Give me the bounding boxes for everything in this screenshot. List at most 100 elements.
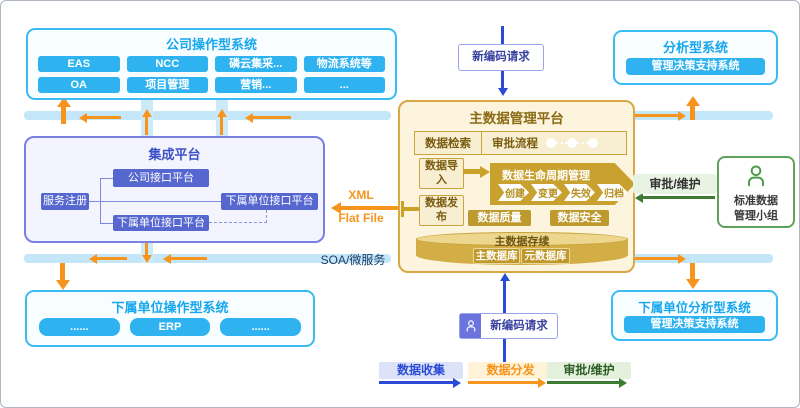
arrow-xml-flatfile	[341, 206, 398, 210]
arrow-distribute-left-1	[87, 116, 121, 119]
flat-file-label: Flat File	[338, 211, 384, 225]
integration-platform-title: 集成平台	[148, 147, 201, 162]
system-item-logistics: 物流系统等	[303, 56, 385, 72]
subsidiary-operational-title: 下属单位操作型系统	[111, 300, 229, 315]
flow-step-line-2	[577, 142, 588, 144]
mdm-platform: 主数据管理平台 数据检索 审批流程 数据导入 数据生命周期管理 创建 变更 失效…	[398, 100, 635, 273]
system-item-linyun: 磷云集采...	[215, 56, 297, 72]
legend-collect: 数据收集	[379, 362, 463, 379]
team-label-line2: 管理小组	[734, 209, 778, 222]
system-item-more: ...	[303, 77, 385, 93]
system-item-dots-1: ......	[39, 318, 120, 336]
lifecycle-stages: 创建 变更 失效 归档	[498, 184, 628, 201]
arrow-distribute-left-3	[97, 257, 127, 260]
flow-step-dot-2	[567, 138, 577, 148]
arrow-import-to-lifecycle	[463, 169, 480, 174]
stage-invalidate: 失效	[564, 184, 595, 201]
legend-approve-arrow	[547, 381, 619, 384]
data-search-cell: 数据检索	[415, 132, 482, 154]
subsidiary-analytical-systems: 下属单位分析型系统 管理决策支持系统	[611, 290, 778, 341]
bus-top-left	[24, 111, 391, 120]
bus-bottom-right	[633, 254, 773, 263]
storage-cylinder-top	[416, 232, 628, 246]
connector-line-h3	[100, 223, 113, 224]
arrow-distribute-up-analytic	[690, 106, 695, 120]
arrow-distribute-right-top	[633, 114, 678, 117]
publish-connector	[402, 207, 419, 211]
system-item-erp: ERP	[129, 318, 211, 336]
connector-line-v1	[100, 178, 101, 223]
system-item-dots-2: ......	[220, 318, 301, 336]
subsidiary-interface-platform-bottom: 下属单位接口平台	[113, 215, 209, 231]
legend-distribute-arrow	[468, 381, 538, 384]
stage-change: 变更	[531, 184, 562, 201]
lifecycle-block: 数据生命周期管理 创建 变更 失效 归档	[490, 163, 635, 205]
arrow-distribute-right-bottom	[633, 257, 678, 260]
stage-archive: 归档	[597, 184, 628, 201]
system-item-marketing: 营销...	[215, 77, 297, 93]
arrow-band-up-2	[220, 117, 223, 135]
company-interface-platform: 公司接口平台	[113, 169, 209, 187]
arrow-band-down	[145, 241, 148, 255]
standard-data-team-box: 标准数据 管理小组	[717, 156, 795, 228]
system-item-oa: OA	[38, 77, 120, 93]
bus-top-right	[633, 111, 773, 120]
arrow-distribute-up-company	[61, 107, 66, 124]
company-systems-title: 公司操作型系统	[165, 37, 257, 52]
connector-dashed-v	[266, 210, 267, 223]
mdm-platform-title: 主数据管理平台	[469, 111, 564, 126]
request-bottom-label: 新编码请求	[490, 320, 548, 332]
flow-step-dot-3	[588, 138, 598, 148]
subsidiary-systems-grid: ...... ERP ......	[39, 318, 301, 336]
data-publish-box: 数据发布	[419, 195, 464, 226]
search-approval-row: 数据检索 审批流程	[414, 131, 627, 155]
arrow-distribute-left-2	[253, 116, 291, 119]
approval-flow-cell: 审批流程	[482, 132, 626, 154]
legend-collect-arrow	[379, 381, 453, 384]
person-icon	[743, 163, 769, 194]
publish-connector-cap	[401, 201, 404, 217]
system-item-project: 项目管理	[126, 77, 208, 93]
company-systems-grid: EAS NCC 磷云集采... 物流系统等 OA 项目管理 营销... ...	[38, 56, 385, 93]
data-security-box: 数据安全	[550, 210, 609, 226]
storage-title: 主数据存续	[494, 236, 550, 248]
approval-flow-steps	[546, 138, 598, 148]
team-label-line1: 标准数据	[734, 195, 778, 207]
master-db-box: 主数据库	[473, 248, 520, 264]
xml-label: XML	[348, 188, 374, 202]
arrow-distribute-down-subsidiary	[60, 263, 65, 280]
new-code-request-bottom: 新编码请求	[459, 313, 558, 339]
subsidiary-analytical-title: 下属单位分析型系统	[638, 301, 751, 315]
data-import-box: 数据导入	[419, 158, 464, 189]
analytical-systems: 分析型系统 管理决策支持系统	[613, 30, 778, 85]
subsidiary-operational-systems: 下属单位操作型系统 ...... ERP ......	[25, 290, 315, 347]
approval-flow-label: 审批流程	[492, 138, 538, 150]
system-item-eas: EAS	[38, 56, 120, 72]
analytical-systems-title: 分析型系统	[662, 40, 728, 55]
arrow-distribute-down-analytic	[690, 263, 695, 279]
flow-step-line-1	[556, 142, 567, 144]
decision-support-top: 管理决策支持系统	[626, 58, 765, 75]
new-code-request-top: 新编码请求	[458, 44, 544, 71]
decision-support-bottom: 管理决策支持系统	[624, 316, 765, 333]
integration-platform: 集成平台 服务注册 公司接口平台 下属单位接口平台 下属单位接口平台	[24, 136, 325, 243]
connector-line-h1	[89, 201, 221, 202]
bus-bottom-left	[24, 254, 391, 263]
arrow-band-up-1	[145, 117, 148, 135]
flow-step-dot-1	[546, 138, 556, 148]
soa-label: SOA/微服务	[320, 253, 386, 267]
stage-create: 创建	[498, 184, 529, 201]
service-registry: 服务注册	[41, 193, 89, 210]
system-item-ncc: NCC	[126, 56, 208, 72]
connector-line-h2	[100, 178, 113, 179]
approve-maintain-band: 审批/维护	[633, 174, 717, 194]
data-quality-box: 数据质量	[468, 210, 531, 226]
legend-distribute: 数据分发	[468, 362, 553, 379]
company-operational-systems: 公司操作型系统 EAS NCC 磷云集采... 物流系统等 OA 项目管理 营销…	[26, 28, 397, 100]
subsidiary-interface-platform-right: 下属单位接口平台	[221, 193, 318, 210]
legend-approve: 审批/维护	[547, 362, 631, 379]
meta-db-box: 元数据库	[521, 248, 570, 264]
lifecycle-title: 数据生命周期管理	[502, 170, 590, 182]
request-person-icon	[460, 314, 481, 338]
